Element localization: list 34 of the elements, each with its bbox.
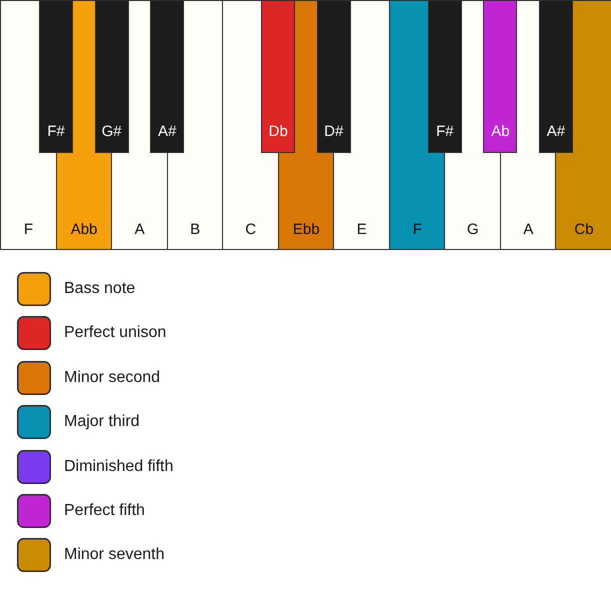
note-name: A xyxy=(134,221,146,239)
note-name: G xyxy=(466,221,480,239)
note-name: Ebb xyxy=(292,221,321,239)
accidental-key xyxy=(94,0,129,153)
note-name: F xyxy=(22,221,34,239)
legend-label: Diminished fifth xyxy=(64,458,174,476)
accidental-key xyxy=(538,0,573,153)
legend-label: Perfect fifth xyxy=(64,502,145,520)
note-name: A# xyxy=(156,123,178,141)
note-name: Db xyxy=(268,123,289,141)
legend-label: Minor second xyxy=(64,368,160,387)
legend-label: Major third xyxy=(64,413,140,432)
accidental-key xyxy=(39,0,74,153)
note-name: C xyxy=(244,221,258,239)
accidental-key xyxy=(428,0,462,153)
note-name: F# xyxy=(435,123,455,141)
legend-label: Perfect unison xyxy=(64,324,166,342)
accidental-key xyxy=(261,0,296,153)
accidental-key xyxy=(483,0,518,153)
note-name: B xyxy=(189,221,202,239)
note-name: Ab xyxy=(490,123,511,141)
note-name: D# xyxy=(323,123,344,141)
accidental-key xyxy=(150,0,184,153)
note-name: G# xyxy=(100,123,123,141)
note-name: E xyxy=(356,221,368,239)
note-name: A xyxy=(522,221,534,239)
note-name: F xyxy=(412,221,423,239)
note-name: F# xyxy=(46,123,66,141)
accidental-key xyxy=(316,0,351,153)
legend-label: Bass note xyxy=(64,280,136,298)
note-name: Cb xyxy=(573,221,595,239)
legend-label: Minor seventh xyxy=(64,546,164,564)
note-name: A# xyxy=(546,123,566,141)
note-name: Abb xyxy=(70,221,98,239)
